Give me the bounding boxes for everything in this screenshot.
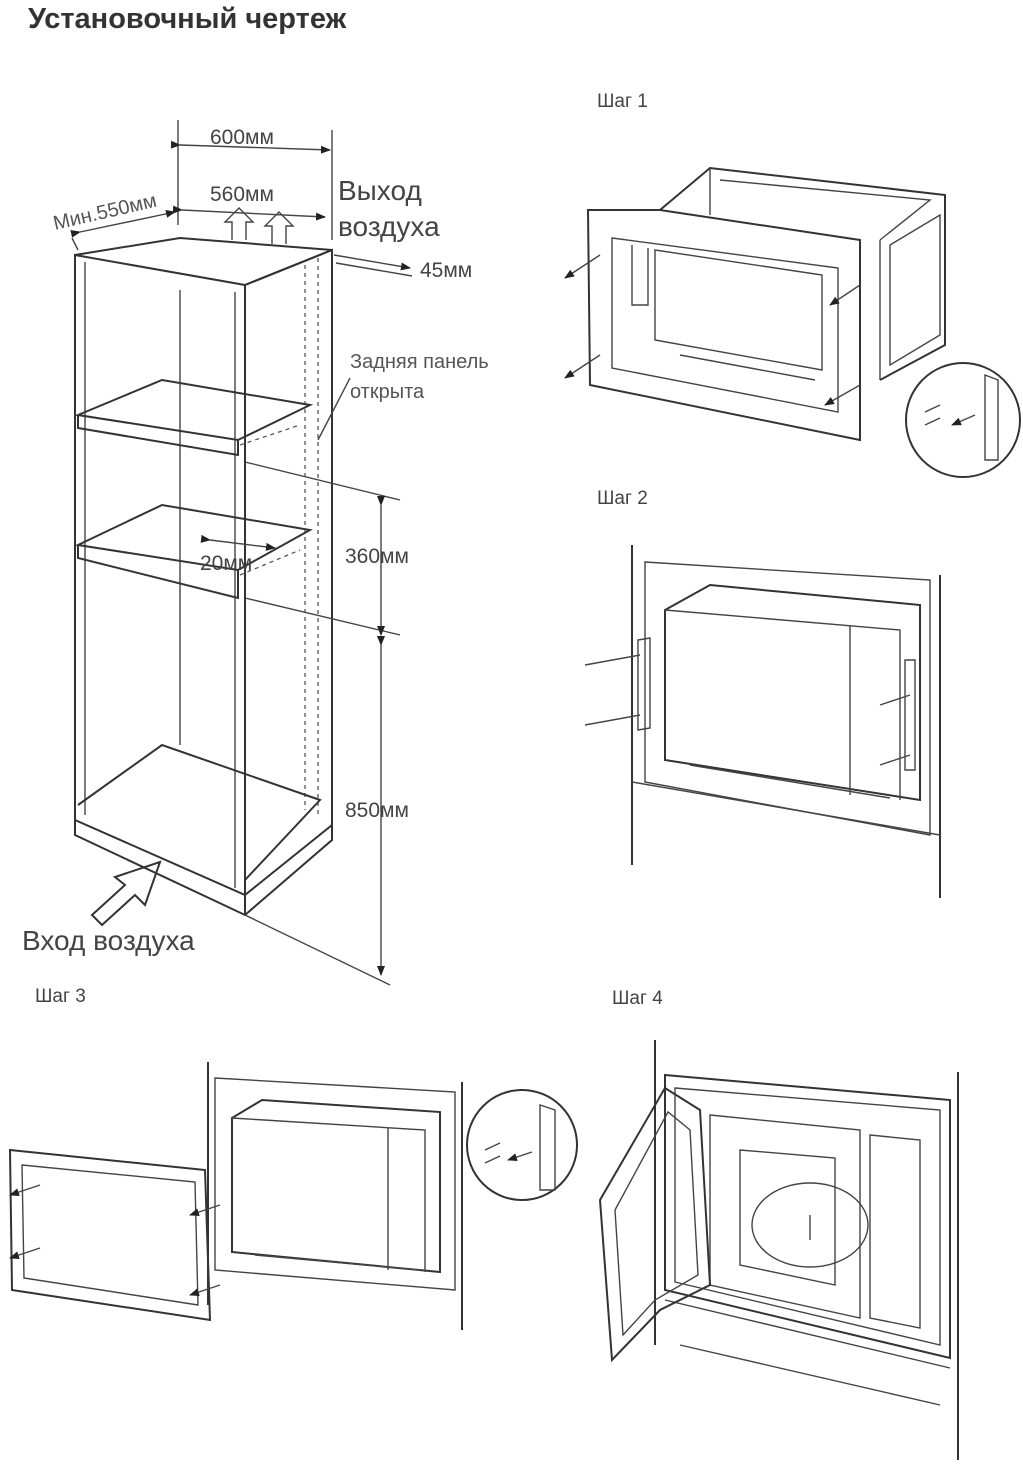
dim-360: 360мм [345, 545, 409, 568]
dim-600: 600мм [210, 126, 274, 149]
dim-20: 20мм [200, 552, 252, 575]
air-out-label-1: Выход [338, 175, 422, 206]
cabinet-drawing: 600мм Мин.550мм 560мм Выход воздуха 45мм… [22, 120, 489, 986]
page-title: Установочный чертеж [28, 3, 347, 35]
step-2-label: Шаг 2 [597, 488, 648, 509]
step-3-label: Шаг 3 [35, 986, 86, 1007]
step-4-drawing: Шаг 4 [598, 988, 959, 1460]
dim-min550: Мин.550мм [51, 190, 159, 235]
step-3-drawing: Шаг 3 [8, 986, 578, 1330]
rear-panel-label-2: открыта [350, 381, 425, 403]
air-out-label-2: воздуха [338, 211, 440, 242]
rear-panel-label-1: Задняя панель [350, 351, 489, 373]
step-1-label: Шаг 1 [597, 91, 648, 112]
step-1-drawing: Шаг 1 [564, 91, 1021, 478]
dim-850: 850мм [345, 799, 409, 822]
step-2-drawing: Шаг 2 [584, 488, 941, 898]
step-4-label: Шаг 4 [612, 988, 663, 1009]
dim-45: 45мм [420, 259, 472, 282]
air-in-label: Вход воздуха [22, 925, 195, 956]
dim-560: 560мм [210, 183, 274, 206]
